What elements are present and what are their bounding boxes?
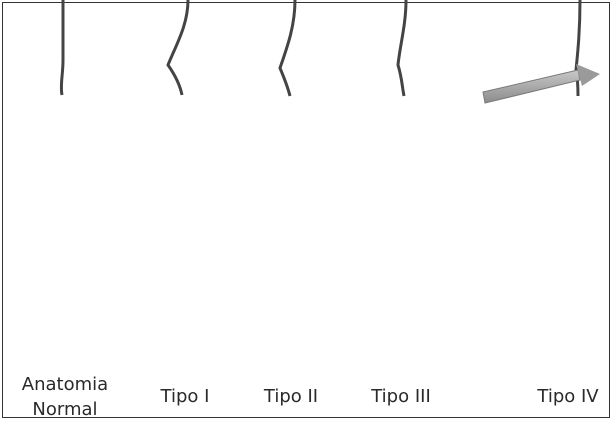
panel-label-tipo-4: Tipo IV: [525, 384, 611, 409]
arrow-icon: [483, 64, 600, 103]
popliteal-artery-icon: [576, 0, 580, 96]
popliteal-artery-icon: [398, 0, 406, 96]
panel-label-tipo-2: Tipo II: [246, 384, 336, 409]
popliteal-artery-icon: [61, 0, 63, 95]
popliteal-artery-icon: [280, 0, 295, 96]
popliteal-artery-icon: [168, 0, 188, 95]
panel-label-normal: Anatomia Normal: [10, 372, 120, 422]
panel-label-tipo-1: Tipo I: [140, 384, 230, 409]
panel-label-tipo-3: Tipo III: [356, 384, 446, 409]
